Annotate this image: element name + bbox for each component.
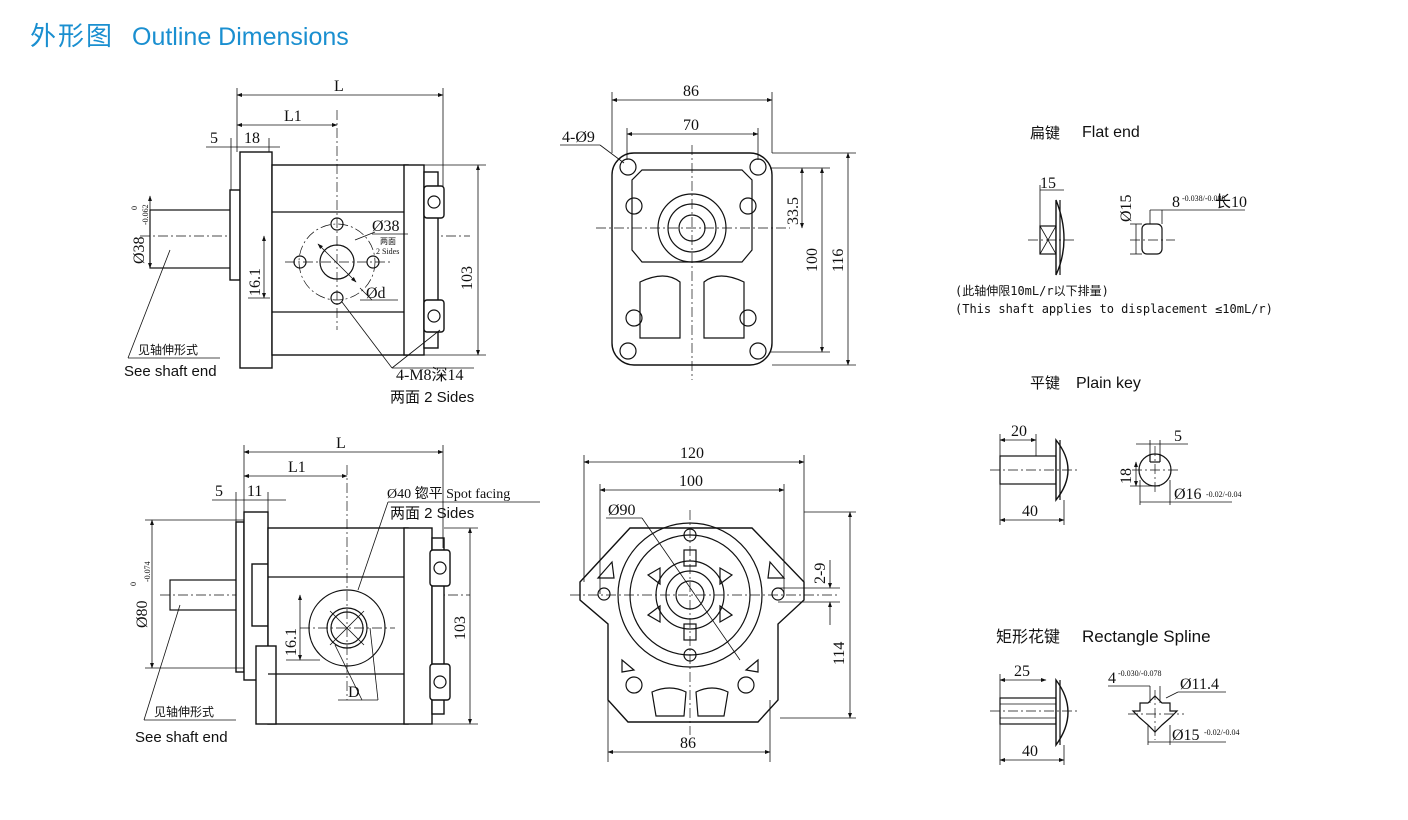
flat-end-note-cn: (此轴伸限10mL/r以下排量) <box>955 283 1109 298</box>
plain-key-d40: 40 <box>1022 503 1038 520</box>
bottom-front-100: 100 <box>679 473 703 490</box>
title-chinese: 外形图 <box>30 22 115 52</box>
top-dim-5: 5 <box>210 130 218 147</box>
top-front-70: 70 <box>683 117 699 134</box>
bottom-front-dia90: Ø90 <box>608 502 636 519</box>
top-dim-L1: L1 <box>284 108 302 125</box>
top-flange <box>239 151 273 369</box>
bottom-see-en: See shaft end <box>135 729 228 746</box>
flat-end-d15: 15 <box>1040 175 1056 192</box>
flat-end-title-cn: 扁键 <box>1030 124 1060 142</box>
bottom-side-view: D L L1 5 11 Ø40 锪平 Spot facing 两面 2 Side… <box>129 435 540 746</box>
top-bolt-sides: 两面 2 Sides <box>390 389 474 406</box>
spline-title-cn: 矩形花键 <box>996 627 1060 646</box>
top-body <box>271 164 409 356</box>
top-port-dia: Ø38 <box>372 218 400 235</box>
flat-end-note-en: (This shaft applies to displacement ≤10m… <box>955 302 1273 316</box>
svg-text:-0.02/-0.04: -0.02/-0.04 <box>1206 490 1242 499</box>
top-dim-103: 103 <box>459 266 476 290</box>
svg-text:-0.02/-0.04: -0.02/-0.04 <box>1204 728 1240 737</box>
bottom-dim-11: 11 <box>247 483 262 500</box>
top-see-en: See shaft end <box>124 363 217 380</box>
spline-d4: 4 <box>1108 670 1116 687</box>
bottom-body <box>267 527 409 725</box>
plain-key-d5: 5 <box>1174 428 1182 445</box>
top-front-100: 100 <box>804 248 821 272</box>
svg-text:0: 0 <box>129 582 138 586</box>
plain-key-d18: 18 <box>1118 468 1135 484</box>
flat-end-section: 扁键 Flat end 15 Ø15 8 -0.038/-0.088 长10 (… <box>955 124 1273 316</box>
spline-dia15: Ø15 <box>1172 727 1200 744</box>
plain-key-section: 平键 Plain key 20 40 5 18 Ø16 -0.02/-0.04 <box>990 374 1242 525</box>
spline-title-en: Rectangle Spline <box>1082 627 1211 646</box>
bottom-see-cn: 见轴伸形式 <box>154 704 214 719</box>
spline-d25: 25 <box>1014 663 1030 680</box>
bottom-dim-16-1: 16.1 <box>283 628 300 656</box>
bottom-front-120: 120 <box>680 445 704 462</box>
spline-dia11-4: Ø11.4 <box>1180 676 1219 693</box>
svg-text:-0.030/-0.078: -0.030/-0.078 <box>1118 669 1162 678</box>
top-bolt-label: 4-M8深14 <box>396 366 464 384</box>
plain-key-title-en: Plain key <box>1076 375 1141 392</box>
page-title: 外形图 Outline Dimensions <box>30 16 349 53</box>
svg-text:-0.074: -0.074 <box>143 561 152 582</box>
bottom-front-flange <box>579 527 805 723</box>
bottom-spot-label: Ø40 锪平 Spot facing <box>387 486 510 502</box>
bottom-front-86: 86 <box>680 735 696 752</box>
plain-key-d20: 20 <box>1011 423 1027 440</box>
flat-end-title-en: Flat end <box>1082 124 1140 141</box>
bottom-shaft-dia: Ø80 <box>134 600 151 628</box>
top-dim-18: 18 <box>244 130 260 147</box>
top-shaft <box>149 209 237 269</box>
bottom-dim-D: D <box>348 684 360 701</box>
bottom-front-view: 120 100 Ø90 2-9 114 86 <box>570 445 856 762</box>
bottom-dim-L1: L1 <box>288 459 306 476</box>
bottom-dim-103: 103 <box>452 616 469 640</box>
title-english: Outline Dimensions <box>132 23 349 51</box>
top-front-view: 86 70 4-Ø9 33.5 100 116 <box>560 83 856 380</box>
svg-text:-0.062: -0.062 <box>141 204 150 225</box>
svg-text:0: 0 <box>130 206 139 210</box>
flat-end-key: 8 <box>1172 194 1180 211</box>
plain-key-title-cn: 平键 <box>1030 374 1060 392</box>
plain-key-dia16: Ø16 <box>1174 486 1202 503</box>
top-dim-L: L <box>334 78 344 95</box>
top-dim-16-1: 16.1 <box>247 268 264 296</box>
bottom-dim-5: 5 <box>215 483 223 500</box>
top-front-33-5: 33.5 <box>785 197 802 225</box>
flat-end-key-len: 长10 <box>1215 193 1247 211</box>
bottom-spot-sides: 两面 2 Sides <box>390 505 474 522</box>
top-shaft-dia: Ø38 <box>131 236 148 264</box>
svg-text:2 Sides: 2 Sides <box>376 247 399 256</box>
bottom-front-2-9: 2-9 <box>812 563 829 584</box>
top-front-holes: 4-Ø9 <box>562 129 595 146</box>
spline-d40: 40 <box>1022 743 1038 760</box>
top-side-view: L L1 5 18 Ø38 0 -0.062 Ø38 两面 2 Sides 16… <box>124 78 486 406</box>
top-front-86: 86 <box>683 83 699 100</box>
top-see-cn: 见轴伸形式 <box>138 342 198 357</box>
bottom-front-114: 114 <box>831 642 848 665</box>
top-port-d: Ød <box>366 285 386 302</box>
bottom-dim-L: L <box>336 435 346 452</box>
svg-text:-0.038/-0.088: -0.038/-0.088 <box>1182 194 1226 203</box>
rectangle-spline-section: 矩形花键 Rectangle Spline 25 40 4 -0.030/-0.… <box>990 627 1240 765</box>
svg-text:两面: 两面 <box>380 237 396 246</box>
flat-end-dia15: Ø15 <box>1118 194 1135 222</box>
top-front-116: 116 <box>830 249 847 272</box>
